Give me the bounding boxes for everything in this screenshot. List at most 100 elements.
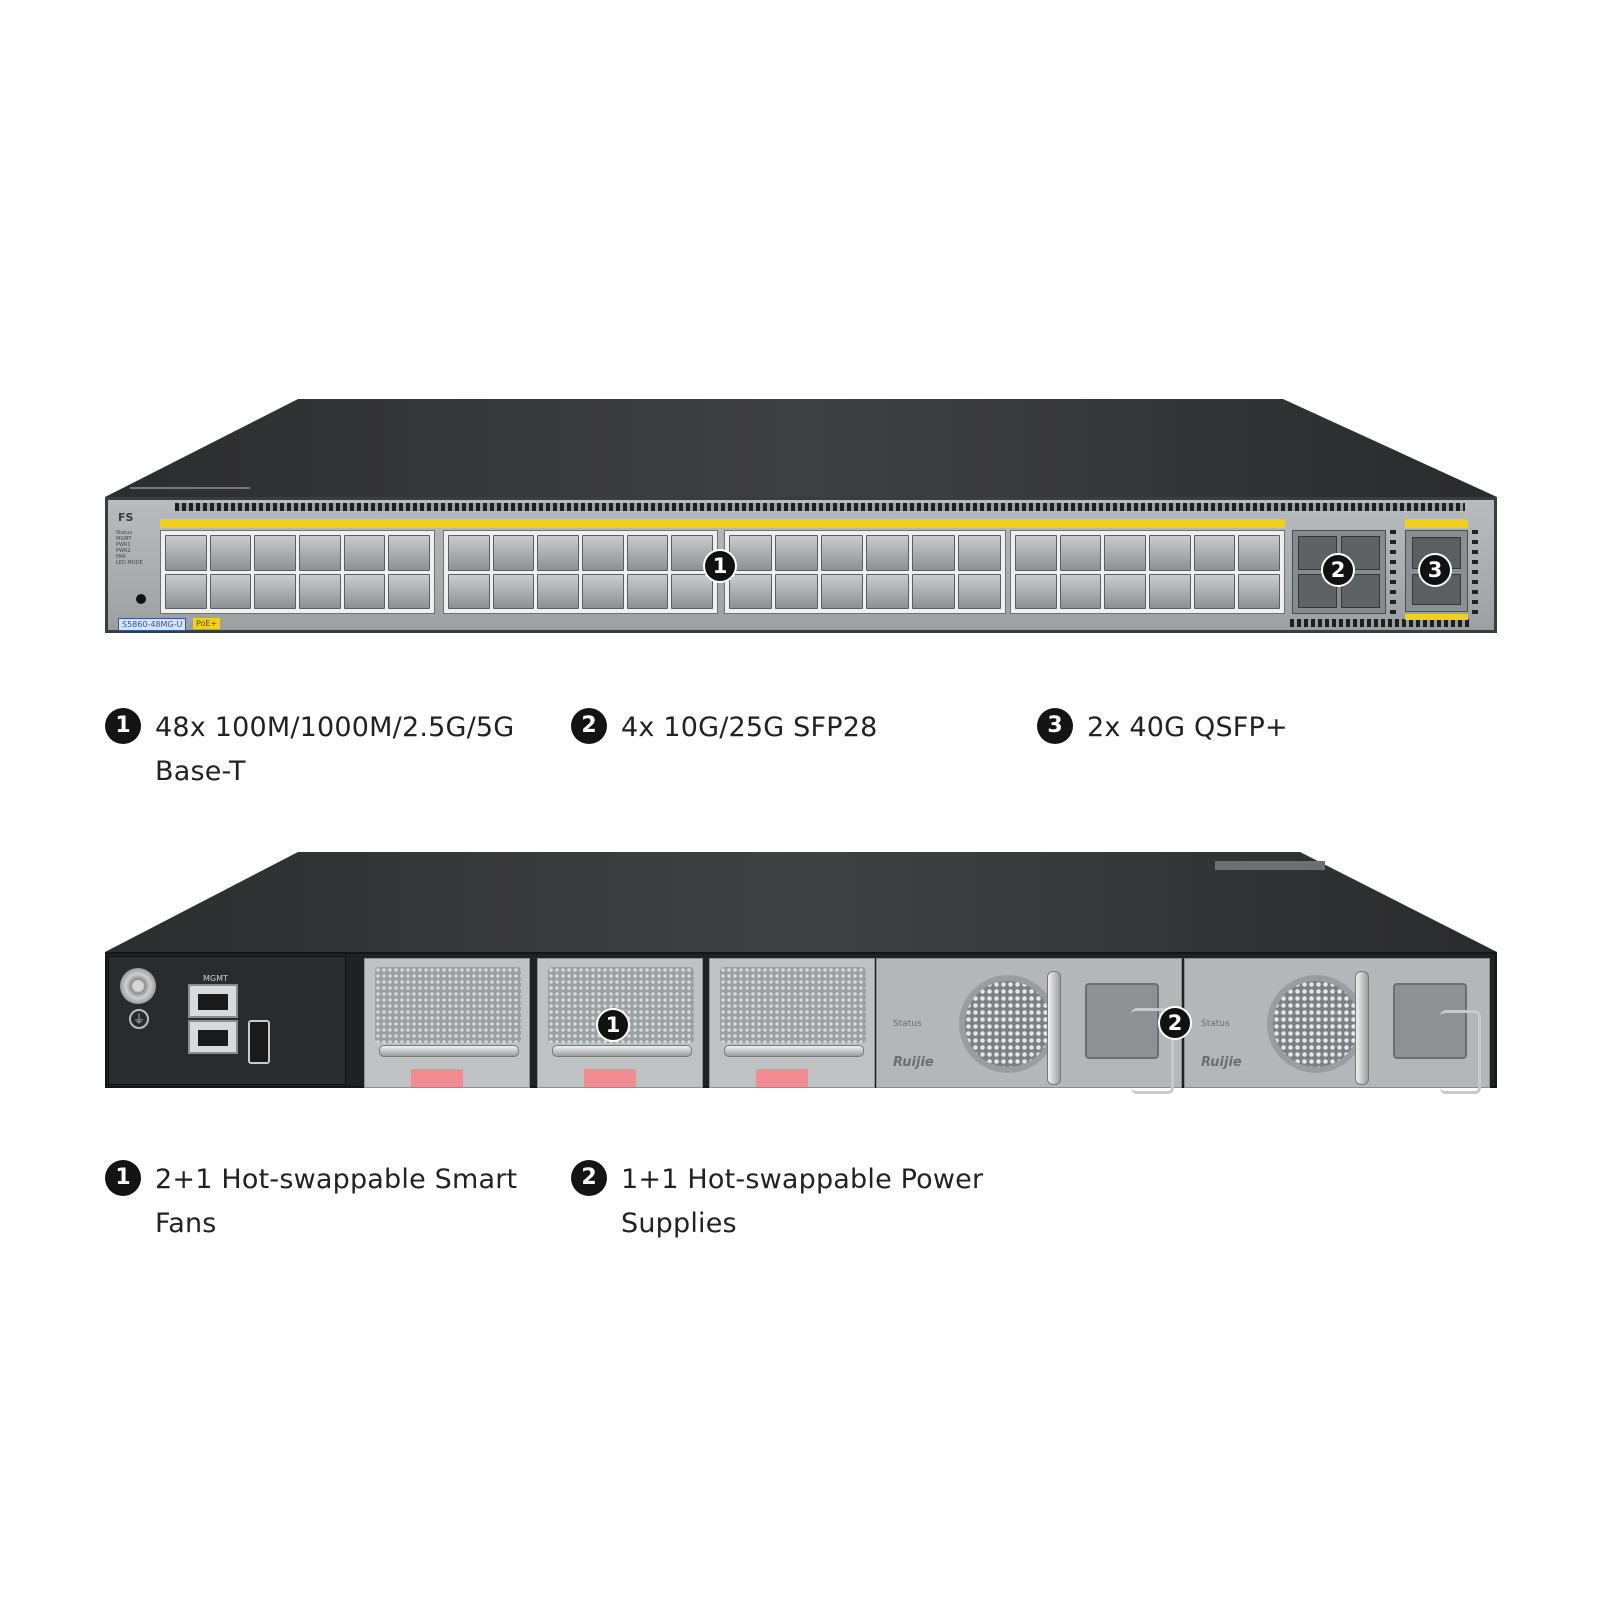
caption-text: 2x 40G QSFP+ [1087, 712, 1288, 743]
rj45-port[interactable] [774, 535, 818, 571]
rj45-port[interactable] [388, 535, 430, 571]
rj45-port[interactable] [299, 573, 341, 609]
rj45-port[interactable] [582, 573, 624, 609]
callout-badge-1: 1 [596, 1008, 630, 1042]
psu-fan-icon [1267, 975, 1365, 1073]
led-label-mode: LED MODE [116, 560, 143, 566]
caption-line: 48x 100M/1000M/2.5G/5G [155, 712, 515, 743]
rj45-port[interactable] [958, 573, 1001, 609]
qsfp-number-strip [1405, 519, 1468, 528]
fan-module-3[interactable] [709, 958, 875, 1088]
rj45-port[interactable] [209, 535, 252, 571]
rj45-port[interactable] [537, 535, 579, 571]
psu-handle[interactable] [1047, 971, 1061, 1085]
console-port[interactable] [188, 1020, 238, 1054]
rj45-port[interactable] [820, 535, 864, 571]
fan-handle[interactable] [379, 1045, 519, 1057]
qsfp-speed-strip [1405, 614, 1468, 620]
rear-caption-1: 1 2+1 Hot-swappable Smart Fans [105, 1158, 545, 1246]
fan-release-tab[interactable] [756, 1069, 808, 1087]
rj45-port[interactable] [1104, 573, 1146, 609]
model-label: S5860-48MG-U [118, 618, 187, 631]
rj45-port[interactable] [671, 573, 713, 609]
rj45-port-group-2 [443, 530, 718, 614]
psu-logo: Ruijie [893, 1055, 934, 1070]
rj45-port[interactable] [254, 535, 296, 571]
caption-line: 1+1 Hot-swappable Power [621, 1164, 984, 1195]
fan-handle[interactable] [552, 1045, 692, 1057]
caption-line: Base-T [155, 756, 246, 787]
led-label-pwr2: PWR2 [116, 548, 131, 554]
bottom-vent [1290, 619, 1470, 627]
fan-release-tab[interactable] [584, 1069, 636, 1087]
psu-status-label: Status [893, 1019, 922, 1029]
rj45-port[interactable] [1193, 535, 1236, 571]
led-label-fan: FAN [116, 554, 126, 560]
led-label-status: Status [116, 530, 132, 536]
caption-line: Fans [155, 1208, 217, 1239]
led-mode-button[interactable] [136, 594, 146, 604]
rj45-port[interactable] [912, 573, 956, 609]
rj45-port[interactable] [388, 573, 430, 609]
fan-release-tab[interactable] [411, 1069, 463, 1087]
rj45-port-group-1 [160, 530, 435, 614]
rj45-port[interactable] [209, 573, 252, 609]
rj45-port[interactable] [626, 573, 669, 609]
rj45-port[interactable] [165, 573, 207, 609]
power-supply-2[interactable]: Status Ruijie [1184, 958, 1490, 1088]
psu-logo: Ruijie [1201, 1055, 1242, 1070]
rj45-port[interactable] [165, 535, 207, 571]
earth-ground-icon: ⏚ [129, 1009, 149, 1029]
caption-number: 2 [571, 708, 607, 744]
rj45-port[interactable] [1149, 573, 1191, 609]
rj45-port[interactable] [343, 573, 386, 609]
rj45-port[interactable] [626, 535, 669, 571]
rj45-port[interactable] [343, 535, 386, 571]
fan-module-1[interactable] [364, 958, 530, 1088]
cable-retention-clip [1131, 1008, 1174, 1094]
front-caption-3: 3 2x 40G QSFP+ [1037, 706, 1457, 750]
rear-chassis-top [105, 852, 1497, 952]
caption-line: Supplies [621, 1208, 737, 1239]
rj45-port[interactable] [912, 535, 956, 571]
led-label-mgmt: MGMT [116, 536, 132, 542]
callout-badge-2: 2 [1321, 553, 1355, 587]
rj45-port[interactable] [448, 535, 490, 571]
caption-number: 1 [105, 1160, 141, 1196]
rj45-port[interactable] [1193, 573, 1236, 609]
rj45-port-group-4 [1010, 530, 1285, 614]
rj45-port-group-3 [724, 530, 1006, 614]
rj45-port[interactable] [492, 535, 535, 571]
rj45-port[interactable] [1149, 535, 1191, 571]
rj45-port[interactable] [729, 573, 772, 609]
psu-handle[interactable] [1355, 971, 1369, 1085]
rj45-port[interactable] [1015, 535, 1057, 571]
rj45-port[interactable] [492, 573, 535, 609]
rj45-port[interactable] [1059, 573, 1102, 609]
rj45-port[interactable] [1104, 535, 1146, 571]
mgmt-port-label: MGMT [203, 974, 228, 983]
top-vent [175, 503, 1465, 511]
caption-line: 2+1 Hot-swappable Smart [155, 1164, 518, 1195]
rj45-port[interactable] [537, 573, 579, 609]
rj45-port[interactable] [1015, 573, 1057, 609]
rj45-port[interactable] [820, 573, 864, 609]
rj45-port[interactable] [774, 573, 818, 609]
rj45-port[interactable] [299, 535, 341, 571]
power-inlet[interactable] [1393, 983, 1467, 1059]
brand-logo: FS [118, 511, 134, 524]
fan-handle[interactable] [724, 1045, 864, 1057]
mgmt-ethernet-port[interactable] [188, 984, 238, 1018]
rj45-port[interactable] [866, 573, 910, 609]
led-label-pwr1: PWR1 [116, 542, 131, 548]
rj45-port[interactable] [1238, 573, 1280, 609]
usb-port[interactable] [248, 1020, 270, 1064]
rj45-port[interactable] [866, 535, 910, 571]
rj45-port[interactable] [958, 535, 1001, 571]
rj45-port[interactable] [254, 573, 296, 609]
rj45-port[interactable] [582, 535, 624, 571]
rj45-port[interactable] [448, 573, 490, 609]
sfp-led-column [1390, 530, 1396, 614]
rj45-port[interactable] [1238, 535, 1280, 571]
rj45-port[interactable] [1059, 535, 1102, 571]
